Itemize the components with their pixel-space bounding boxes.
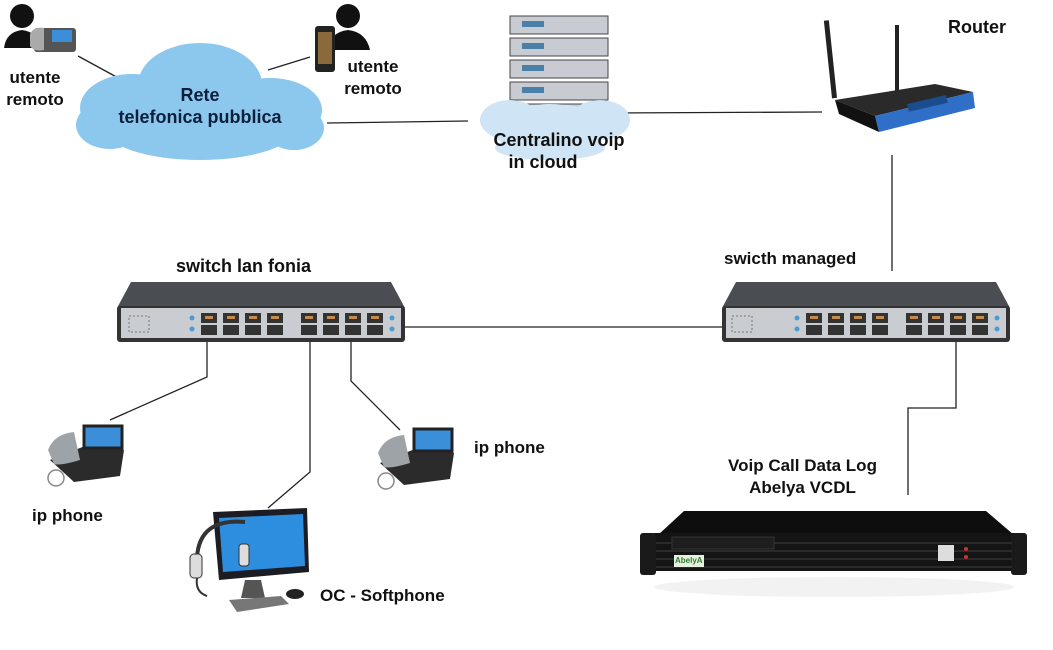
cloud-pbx-node: [470, 10, 630, 160]
label-line: Centralino voip: [493, 130, 625, 150]
link-mobile-user-to-pstn: [267, 56, 311, 71]
label-line: Abelya VCDL: [749, 478, 856, 497]
remote-user-deskphone-label: utente remoto: [0, 67, 70, 111]
remote-user-deskphone-node: [0, 0, 80, 60]
remote-user-mobile-label: utente remoto: [335, 56, 411, 100]
cloud-pbx-label: Centralino voip in cloud: [476, 129, 642, 173]
vcdl-label: Voip Call Data Log Abelya VCDL: [700, 455, 905, 499]
pstn-cloud-node: [70, 30, 328, 165]
ip-phone-icon: [377, 427, 454, 490]
label-line: remoto: [344, 79, 402, 98]
link-switch-managed-to-vcdl: [907, 333, 957, 495]
wifi-router-icon: [823, 20, 975, 132]
ip-phone-right-node: [370, 423, 460, 493]
router-node: [815, 20, 980, 145]
switch-voice-node: [115, 278, 407, 344]
monitor-headset-icon: [189, 508, 309, 612]
label-line: Voip Call Data Log: [728, 456, 877, 475]
rack-server-icon: [640, 511, 1027, 597]
label-line: in cloud: [508, 152, 578, 172]
label-line: utente: [9, 68, 61, 87]
network-switch-icon: [722, 282, 1010, 342]
ip-phone-icon: [47, 424, 124, 487]
vcdl-server-node: AbelyA: [636, 507, 1031, 607]
link-pstn-to-cloud-pbx: [326, 120, 469, 124]
link-switch-to-softphone: [267, 333, 311, 509]
link-switch-to-ip-phone-left: [109, 333, 208, 421]
link-switch-to-ip-phone-right: [350, 333, 401, 431]
vcdl-brand-logo: AbelyA: [675, 556, 703, 565]
label-line: remoto: [6, 90, 64, 109]
pstn-label: Rete telefonica pubblica: [80, 84, 320, 128]
link-cloud-pbx-to-router: [613, 111, 823, 114]
switch-managed-label: swicth managed: [724, 249, 857, 268]
softphone-label: OC - Softphone: [320, 586, 445, 605]
router-label: Router: [948, 17, 1006, 37]
remote-user-mobile-node: [312, 0, 372, 78]
person-with-deskphone-icon: [4, 4, 76, 52]
switch-managed-node: [720, 278, 1012, 344]
label-line: telefonica pubblica: [118, 107, 282, 127]
ip-phone-left-label: ip phone: [32, 506, 103, 525]
cloud-icon: [76, 43, 324, 160]
label-line: utente: [347, 57, 399, 76]
label-line: Rete: [180, 85, 220, 105]
softphone-node: [185, 508, 315, 620]
server-rack-icon: [480, 15, 630, 160]
ip-phone-left-node: [40, 420, 130, 490]
person-with-smartphone-icon: [315, 4, 370, 72]
ip-phone-right-label: ip phone: [474, 438, 545, 457]
switch-voice-label: switch lan fonia: [176, 256, 312, 276]
network-switch-icon: [117, 282, 405, 342]
